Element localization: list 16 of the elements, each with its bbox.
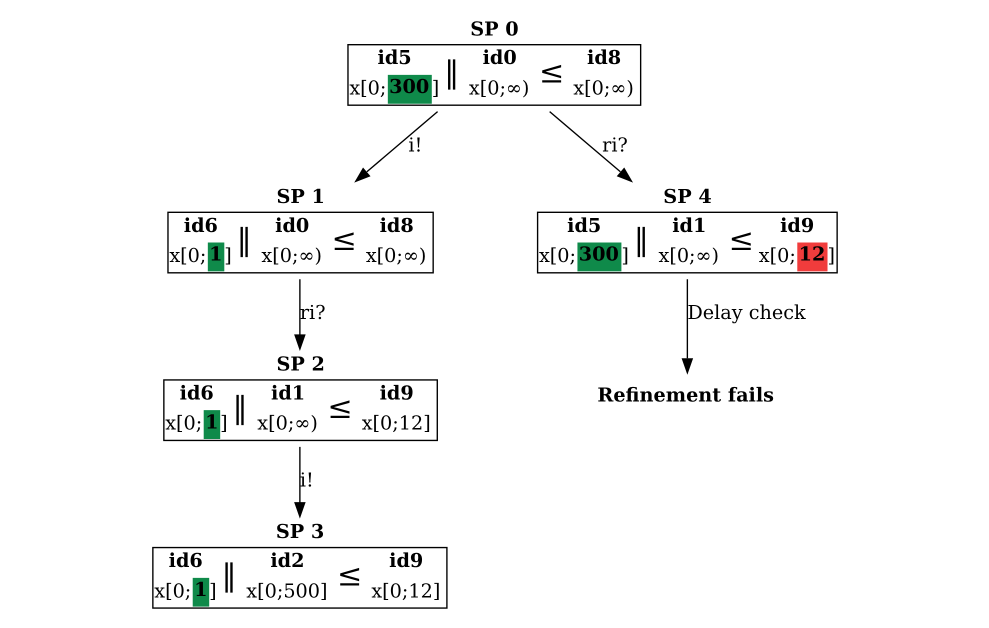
- edge-label: i!: [299, 468, 314, 492]
- node-label: SP 3: [275, 520, 324, 544]
- node-label: SP 1: [276, 184, 324, 208]
- node-label: SP 2: [276, 352, 324, 376]
- node-label: SP 0: [470, 17, 518, 40]
- arrow: [354, 111, 438, 183]
- edge-label: ri?: [602, 133, 628, 156]
- edge-label: ri?: [299, 301, 326, 324]
- node-text: Refinement fails: [596, 384, 774, 407]
- node-label: SP 4: [662, 184, 712, 208]
- arrow: [548, 111, 633, 183]
- edge-label: i!: [408, 133, 422, 156]
- arrow: [294, 279, 306, 351]
- arrow: [681, 279, 693, 375]
- edge-label: Delay check: [686, 301, 806, 324]
- arrow: [294, 446, 306, 519]
